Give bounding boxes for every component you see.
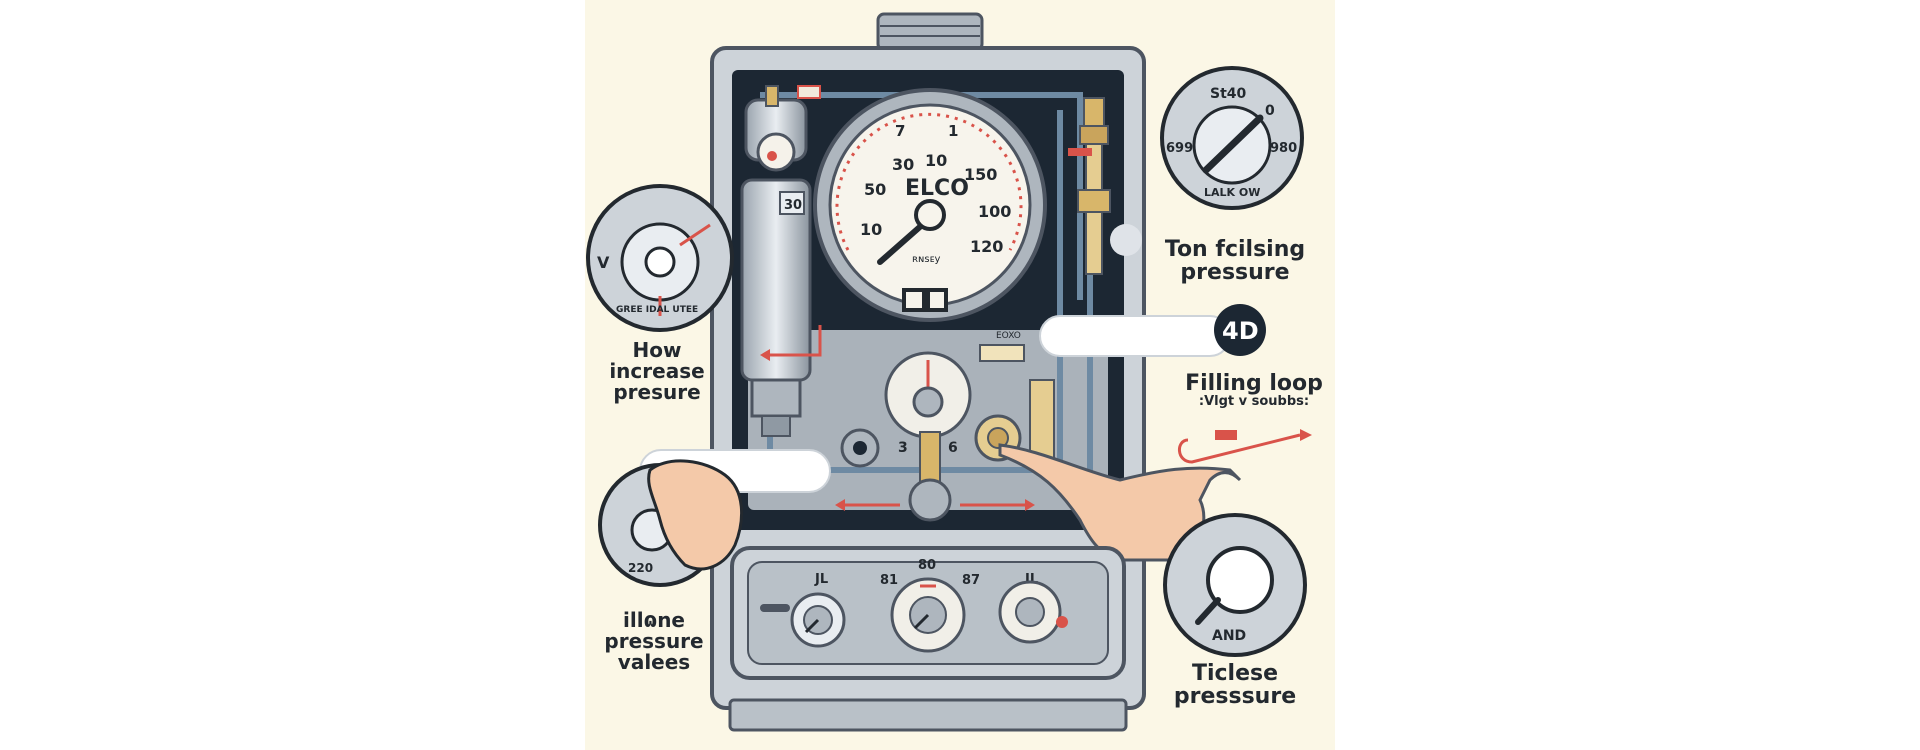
connector-bar-right (1039, 315, 1231, 357)
dial-tr-zero: 0 (1265, 103, 1275, 119)
dial-tr-top: St40 (1210, 86, 1247, 102)
main-pressure-gauge: 7 1 30 10 150 50 ELCO 100 10 120 ʀɴsᴇy (813, 88, 1047, 322)
callout-left-line1: How (632, 338, 682, 362)
control-knob-left[interactable] (790, 592, 846, 648)
flue-collar (876, 12, 984, 52)
panel-label-left: JL (814, 572, 828, 587)
gauge-tick-50: 50 (864, 180, 886, 199)
callout-bottom-right-line2: presssure (1173, 684, 1297, 710)
callout-bottom-left: illɷne pressure valees (596, 610, 712, 673)
dial-left-bottom: 220 (598, 459, 744, 587)
panel-label-center-left: 81 (880, 573, 898, 588)
filling-loop-title: Filling loop (1185, 371, 1323, 396)
dial-lt-bottom: GREE IDAL UTEE (616, 305, 698, 315)
mid-label-6: 6 (948, 440, 958, 456)
mid-label-eoxo: EOXO (996, 331, 1021, 341)
callout-top-right-line2: pressure (1180, 260, 1290, 286)
dial-lb-number: 220 (628, 561, 653, 575)
gauge-tick-10a: 10 (925, 151, 947, 170)
dial-left-top: V GREE IDAL UTEE (586, 184, 734, 332)
panel-label-center-top: 80 (918, 558, 936, 573)
panel-label-center-right: 87 (962, 573, 980, 588)
dial-bottom-right: AND (1163, 513, 1307, 657)
dial-tr-bottom: LALK OW (1204, 186, 1260, 199)
dial-tr-right: 980 (1270, 141, 1297, 156)
gauge-tick-30: 30 (892, 155, 914, 174)
gauge-tick-10b: 10 (860, 220, 882, 239)
gauge-red-arc (835, 112, 1023, 251)
gauge-tick-100: 100 (978, 202, 1011, 221)
callout-bottom-right-line1: Ticlese (1191, 661, 1279, 686)
gauge-sub-label: ʀɴsᴇy (912, 254, 940, 265)
callout-bottom-left-line2: pressure (604, 629, 704, 653)
turning-hand (647, 459, 744, 571)
callout-bottom-left-line3: valees (617, 650, 691, 674)
callout-top-right-line1: Ton fcilsing (1164, 237, 1306, 262)
dial-lt-left: V (597, 253, 610, 272)
gauge-tick-150: 150 (964, 165, 997, 184)
pointing-hand (998, 443, 1242, 562)
gauge-top-tick-2: 1 (948, 122, 958, 140)
mid-label-3: 3 (898, 440, 908, 456)
callout-bottom-left-line1: illɷne (623, 608, 685, 632)
brass-valve-top-left (765, 85, 821, 107)
callout-top-right: Ton fcilsing pressure (1160, 238, 1310, 284)
callout-filling-loop: Filling loop :Vlgt v soubbs: (1176, 372, 1332, 409)
control-knob-center[interactable] (890, 577, 966, 653)
side-gauge-number: 30 (784, 198, 802, 213)
brass-fittings-right (1068, 97, 1142, 275)
svg-text:4D: 4D (1222, 317, 1259, 345)
badge-4d: 4D (1214, 304, 1266, 356)
gauge-tick-120: 120 (970, 237, 1003, 256)
control-panel: JL 80 81 87 JL (730, 546, 1126, 680)
callout-left-line3: presure (613, 380, 701, 404)
filling-loop-hose-icon (1178, 429, 1312, 464)
dial-top-right: St40 0 699 980 LALK OW (1160, 66, 1304, 210)
boiler-base (728, 698, 1128, 732)
gauge-brand: ELCO (905, 176, 969, 201)
expansion-cylinder: 30 (740, 98, 812, 437)
callout-left-line2: increase (609, 359, 705, 383)
dial-br-bottom: AND (1212, 628, 1246, 644)
dial-tr-left: 699 (1166, 141, 1193, 156)
gauge-top-tick-1: 7 (895, 122, 905, 140)
callout-bottom-right: Ticlese presssure (1160, 662, 1310, 708)
filling-loop-subtitle: :Vlgt v soubbs: (1198, 394, 1310, 410)
callout-left: How increase presure (602, 340, 712, 403)
control-knob-right[interactable] (998, 580, 1068, 644)
